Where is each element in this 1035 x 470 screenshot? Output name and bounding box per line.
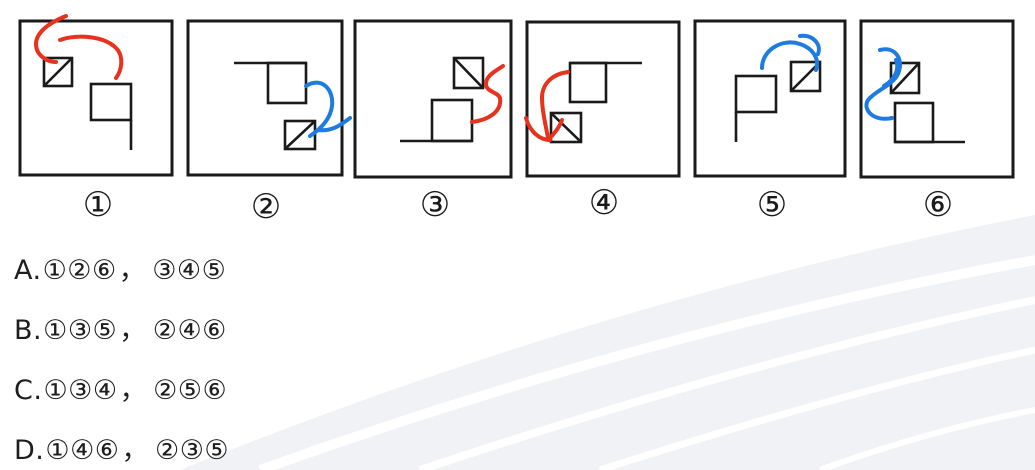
figure-label-3: ③ — [420, 185, 450, 225]
option-letter: A. — [14, 255, 42, 286]
option-separator: ， — [118, 255, 147, 286]
figure-strip: ① ② ③ ④ ⑤ ⑥ — [18, 14, 1015, 227]
option-group-1: ①③④ — [43, 375, 118, 406]
option-letter: D. — [14, 435, 45, 466]
figure-label-6: ⑥ — [923, 185, 953, 225]
figure-label-2: ② — [251, 187, 281, 227]
option-separator: ， — [119, 315, 147, 346]
option-group-1: ①③⑤ — [43, 315, 118, 346]
option-a[interactable]: A.①②⑥，③④⑤ — [14, 248, 226, 287]
figure-2 — [186, 19, 344, 177]
option-separator: ， — [121, 435, 149, 466]
option-letter: C. — [14, 375, 43, 406]
option-b[interactable]: B.①③⑤，②④⑥ — [14, 308, 227, 347]
annotation-red-arrow-1 — [34, 14, 124, 80]
option-group-2: ③④⑤ — [152, 255, 227, 286]
annotation-red-arrow-4 — [524, 70, 570, 142]
option-group-2: ②④⑥ — [152, 315, 227, 346]
figure-1 — [18, 19, 174, 177]
figure-6 — [859, 19, 1015, 179]
option-group-2: ②③⑤ — [155, 435, 230, 466]
option-group-1: ①②⑥ — [42, 255, 117, 286]
option-group-1: ①④⑥ — [45, 435, 120, 466]
figure-label-5: ⑤ — [757, 185, 787, 225]
annotation-blue-arrow-6 — [864, 47, 902, 121]
annotation-blue-arrow-2 — [304, 80, 352, 138]
option-c[interactable]: C.①③④，②⑤⑥ — [14, 368, 227, 407]
option-d[interactable]: D.①④⑥，②③⑤ — [14, 428, 229, 467]
option-group-2: ②⑤⑥ — [153, 375, 228, 406]
figure-label-4: ④ — [589, 183, 619, 223]
figure-3 — [353, 19, 513, 179]
figure-5 — [693, 19, 847, 178]
option-separator: ， — [119, 375, 148, 406]
figure-label-1: ① — [83, 185, 113, 225]
annotation-blue-arrow-5 — [760, 33, 821, 72]
figure-4 — [525, 20, 681, 178]
option-letter: B. — [14, 315, 43, 346]
annotation-red-arrow-3 — [470, 64, 505, 124]
